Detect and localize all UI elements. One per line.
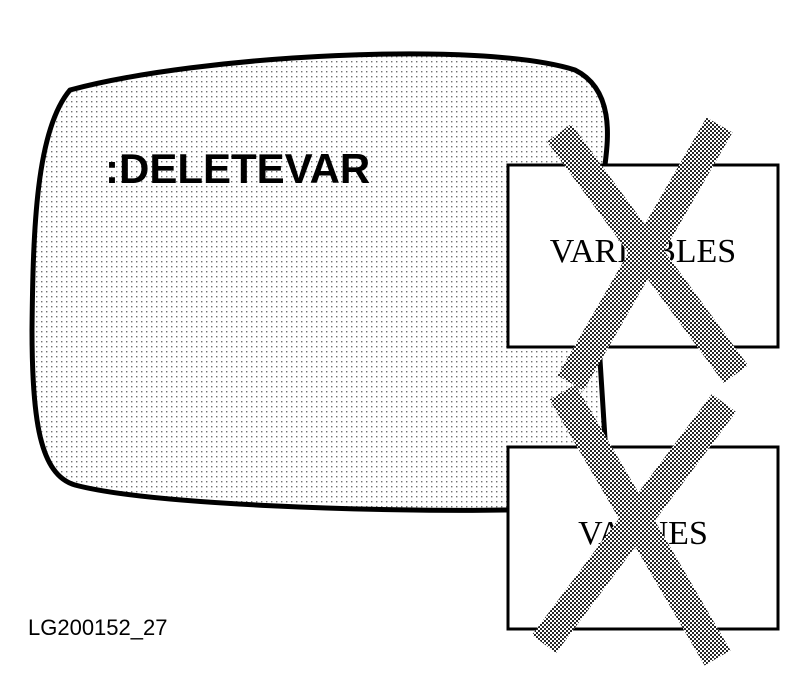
figure-id: LG200152_27 [28,615,167,640]
values-cross-icon [532,384,736,666]
variables-cross-icon [547,117,748,391]
terminal-screen [29,51,610,513]
command-text: :DELETEVAR [105,145,370,192]
